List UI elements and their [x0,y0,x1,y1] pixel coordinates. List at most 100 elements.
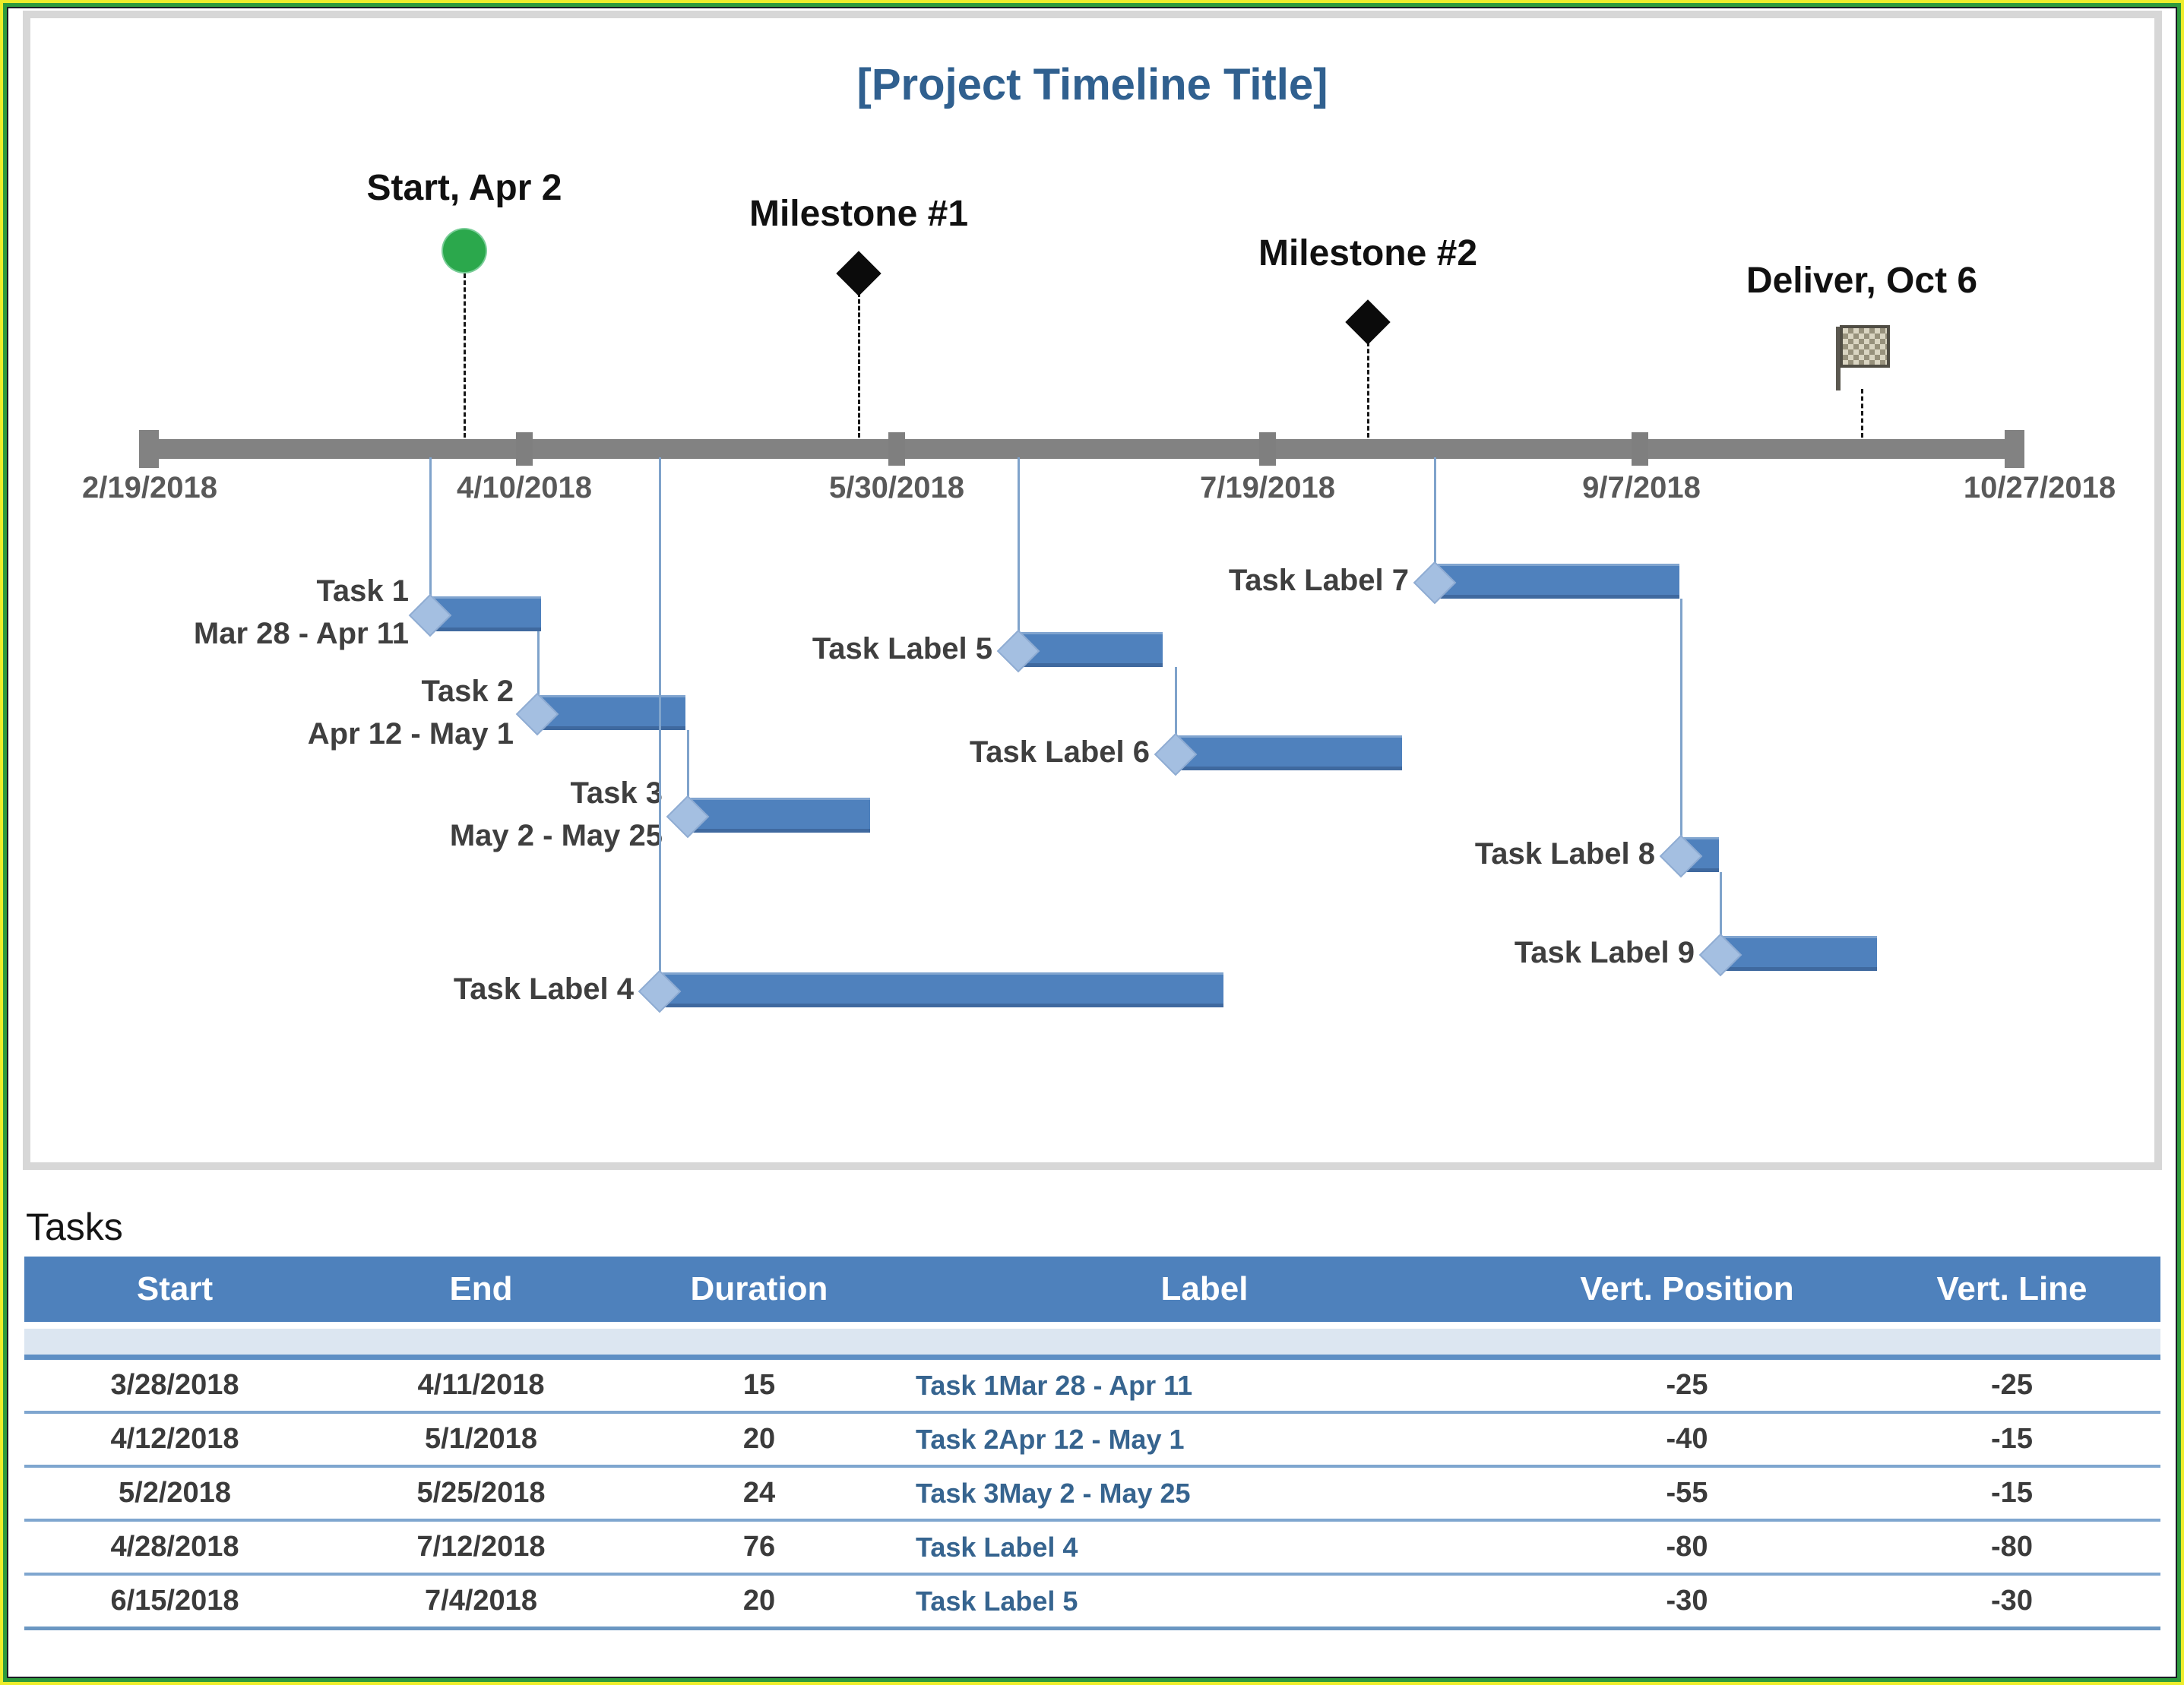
task-connector-line [1434,457,1436,564]
timeline-axis-tick [1259,432,1276,466]
timeline-axis-endcap [139,430,159,468]
milestone-label[interactable]: Milestone #2 [1258,233,1478,273]
milestone-dashed-line [1861,389,1863,438]
table-cell[interactable]: -80 [1666,1531,1708,1563]
task-connector-line [659,457,661,972]
task-label-name: Task Label 7 [1228,564,1409,597]
deliver-flag-icon[interactable] [1836,325,1891,392]
table-cell[interactable]: -25 [1666,1369,1708,1401]
milestone-label[interactable]: Deliver, Oct 6 [1746,261,1978,301]
table-row: 6/15/2018 7/4/2018 20 Task Label 5 -30 -30 [24,1576,2160,1630]
table-cell[interactable]: 6/15/2018 [110,1585,239,1617]
table-cell[interactable]: 15 [742,1369,776,1401]
table-cell[interactable]: Task 2Apr 12 - May 1 [916,1424,1185,1455]
timeline-axis-endcap [2005,430,2024,468]
milestone-label[interactable]: Start, Apr 2 [366,168,562,208]
task-label[interactable]: Task Label 7 [877,559,1409,602]
table-cell[interactable]: 5/25/2018 [416,1477,546,1509]
table-cell[interactable]: -40 [1666,1423,1708,1455]
flag-cloth [1840,325,1890,368]
table-cell[interactable]: -55 [1666,1477,1708,1509]
task-bar[interactable] [1017,632,1163,667]
table-cell[interactable]: 5/2/2018 [119,1477,231,1509]
table-cell[interactable]: 20 [742,1585,776,1617]
task-bar[interactable] [1719,936,1877,971]
table-cell[interactable]: 7/12/2018 [416,1531,546,1563]
task-label-name: Task Label 5 [812,632,992,665]
table-cell[interactable]: 4/11/2018 [417,1369,545,1401]
task-label[interactable]: Task 2 Apr 12 - May 1 [0,670,514,755]
timeline-axis [148,439,2015,459]
task-label[interactable]: Task Label 4 [102,968,634,1010]
table-row: 3/28/2018 4/11/2018 15 Task 1Mar 28 - Apr 1… [24,1360,2160,1414]
task-connector-line [1175,667,1177,735]
table-cell[interactable]: 4/28/2018 [110,1531,239,1563]
task-label[interactable]: Task Label 6 [618,731,1150,773]
axis-date-label: 10/27/2018 [1963,471,2116,504]
chart-title[interactable]: [Project Timeline Title] [856,60,1328,109]
table-row: 4/12/2018 5/1/2018 20 Task 2Apr 12 - May 1 -… [24,1414,2160,1468]
task-connector-line [429,457,432,596]
milestone-dashed-line [858,292,860,438]
table-cell[interactable]: -25 [1991,1369,2033,1401]
axis-date-label: 5/30/2018 [829,471,964,504]
milestone-label[interactable]: Milestone #1 [749,194,969,234]
column-header-start[interactable]: Start [136,1270,214,1307]
table-row: 4/28/2018 7/12/2018 76 Task Label 4 -80 -80 [24,1522,2160,1576]
column-header-vert-position[interactable]: Vert. Position [1580,1270,1794,1307]
table-cell[interactable]: -30 [1991,1585,2033,1617]
task-connector-line [1680,599,1682,837]
column-header-label[interactable]: Label [1160,1270,1249,1307]
task-bar[interactable] [686,798,870,833]
table-cell[interactable]: 7/4/2018 [425,1585,537,1617]
task-label-dates: Apr 12 - May 1 [307,717,514,751]
axis-date-label: 4/10/2018 [457,471,592,504]
task-label-dates: May 2 - May 25 [449,819,663,852]
task-connector-line [537,631,540,695]
table-cell[interactable]: -30 [1666,1585,1708,1617]
table-cell[interactable]: Task 1Mar 28 - Apr 11 [916,1370,1193,1401]
task-bar[interactable] [658,972,1223,1007]
task-label[interactable]: Task Label 9 [1163,931,1695,974]
timeline-axis-tick [516,432,533,466]
task-label-name: Task Label 8 [1474,837,1655,871]
table-cell[interactable]: 20 [742,1423,776,1455]
table-cell[interactable]: 5/1/2018 [425,1423,537,1455]
task-bar[interactable] [1433,564,1679,599]
table-cell[interactable]: 4/12/2018 [110,1423,239,1455]
milestone-dashed-line [1367,342,1369,438]
table-cell[interactable]: 24 [742,1477,776,1509]
task-label[interactable]: Task 1 Mar 28 - Apr 11 [0,570,409,655]
column-header-end[interactable]: End [449,1270,513,1307]
task-label[interactable]: Task Label 8 [1123,833,1655,875]
table-cell[interactable]: -15 [1991,1423,2033,1455]
table-heading: Tasks [26,1206,123,1248]
axis-date-label: 7/19/2018 [1200,471,1335,504]
task-label[interactable]: Task Label 5 [461,628,992,670]
milestone-start-circle-icon[interactable] [443,229,486,272]
table-cell[interactable]: 3/28/2018 [110,1369,239,1401]
flag-pole [1836,327,1841,390]
task-label-name: Task Label 6 [969,735,1150,769]
timeline-axis-tick [1632,432,1648,466]
task-label-name: Task 2 [421,675,514,708]
table-cell[interactable]: -80 [1991,1531,2033,1563]
table-cell[interactable]: 76 [742,1531,776,1563]
table-spacer-row [24,1326,2160,1358]
table-row: 5/2/2018 5/25/2018 24 Task 3May 2 - May 25 -… [24,1468,2160,1522]
axis-date-label: 9/7/2018 [1582,471,1701,504]
column-header-duration[interactable]: Duration [690,1270,828,1307]
table-cell[interactable]: Task Label 4 [916,1532,1078,1563]
task-bar[interactable] [1174,735,1402,770]
table-cell[interactable]: Task Label 5 [916,1585,1078,1617]
table-cell[interactable]: -15 [1991,1477,2033,1509]
task-connector-line [687,730,689,798]
table-cell[interactable]: Task 3May 2 - May 25 [916,1478,1191,1509]
column-header-vert-line[interactable]: Vert. Line [1936,1270,2087,1307]
task-label-name: Task 1 [316,574,409,608]
task-label-dates: Mar 28 - Apr 11 [193,617,409,650]
